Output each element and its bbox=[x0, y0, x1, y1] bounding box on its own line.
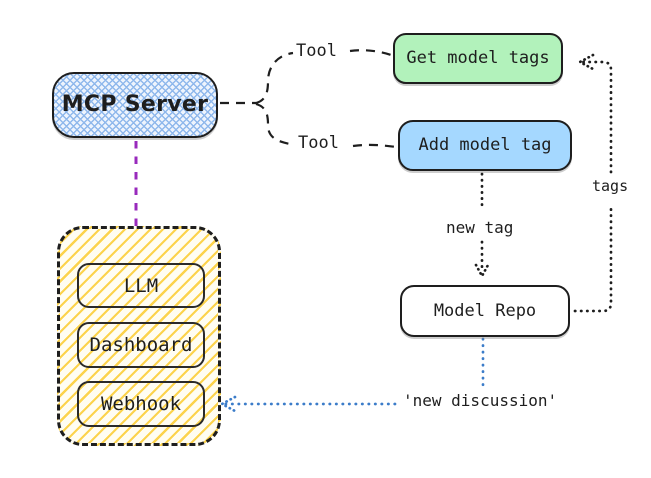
group-clients-container bbox=[57, 226, 221, 446]
arrowhead-into-repo bbox=[474, 263, 490, 279]
edge-label-new-discussion: 'new discussion' bbox=[403, 391, 558, 410]
node-dashboard: Dashboard bbox=[77, 322, 205, 368]
arrowhead-into-webhook bbox=[219, 395, 237, 413]
edge-fork-up bbox=[255, 51, 294, 105]
node-mcp-server: MCP Server bbox=[52, 72, 218, 138]
edge-label-tool-top: Tool bbox=[296, 41, 337, 61]
node-add-model-tag: Add model tag bbox=[398, 120, 572, 171]
edge-label-new-tag: new tag bbox=[446, 218, 514, 237]
edge-fork-down bbox=[255, 102, 296, 147]
node-llm: LLM bbox=[77, 263, 205, 308]
edge-tags-to-get bbox=[581, 60, 613, 174]
node-webhook: Webhook bbox=[77, 381, 205, 427]
arrowhead-into-get-model-tags bbox=[577, 53, 595, 71]
edge-label-tags: tags bbox=[592, 177, 629, 195]
node-model-repo: Model Repo bbox=[400, 285, 570, 337]
edge-tool-top-to-get bbox=[349, 49, 392, 57]
node-get-model-tags: Get model tags bbox=[393, 33, 563, 84]
edge-tool-bottom-to-add bbox=[352, 143, 397, 149]
edge-repo-to-tags bbox=[573, 202, 613, 313]
edge-label-tool-bottom: Tool bbox=[298, 133, 339, 153]
